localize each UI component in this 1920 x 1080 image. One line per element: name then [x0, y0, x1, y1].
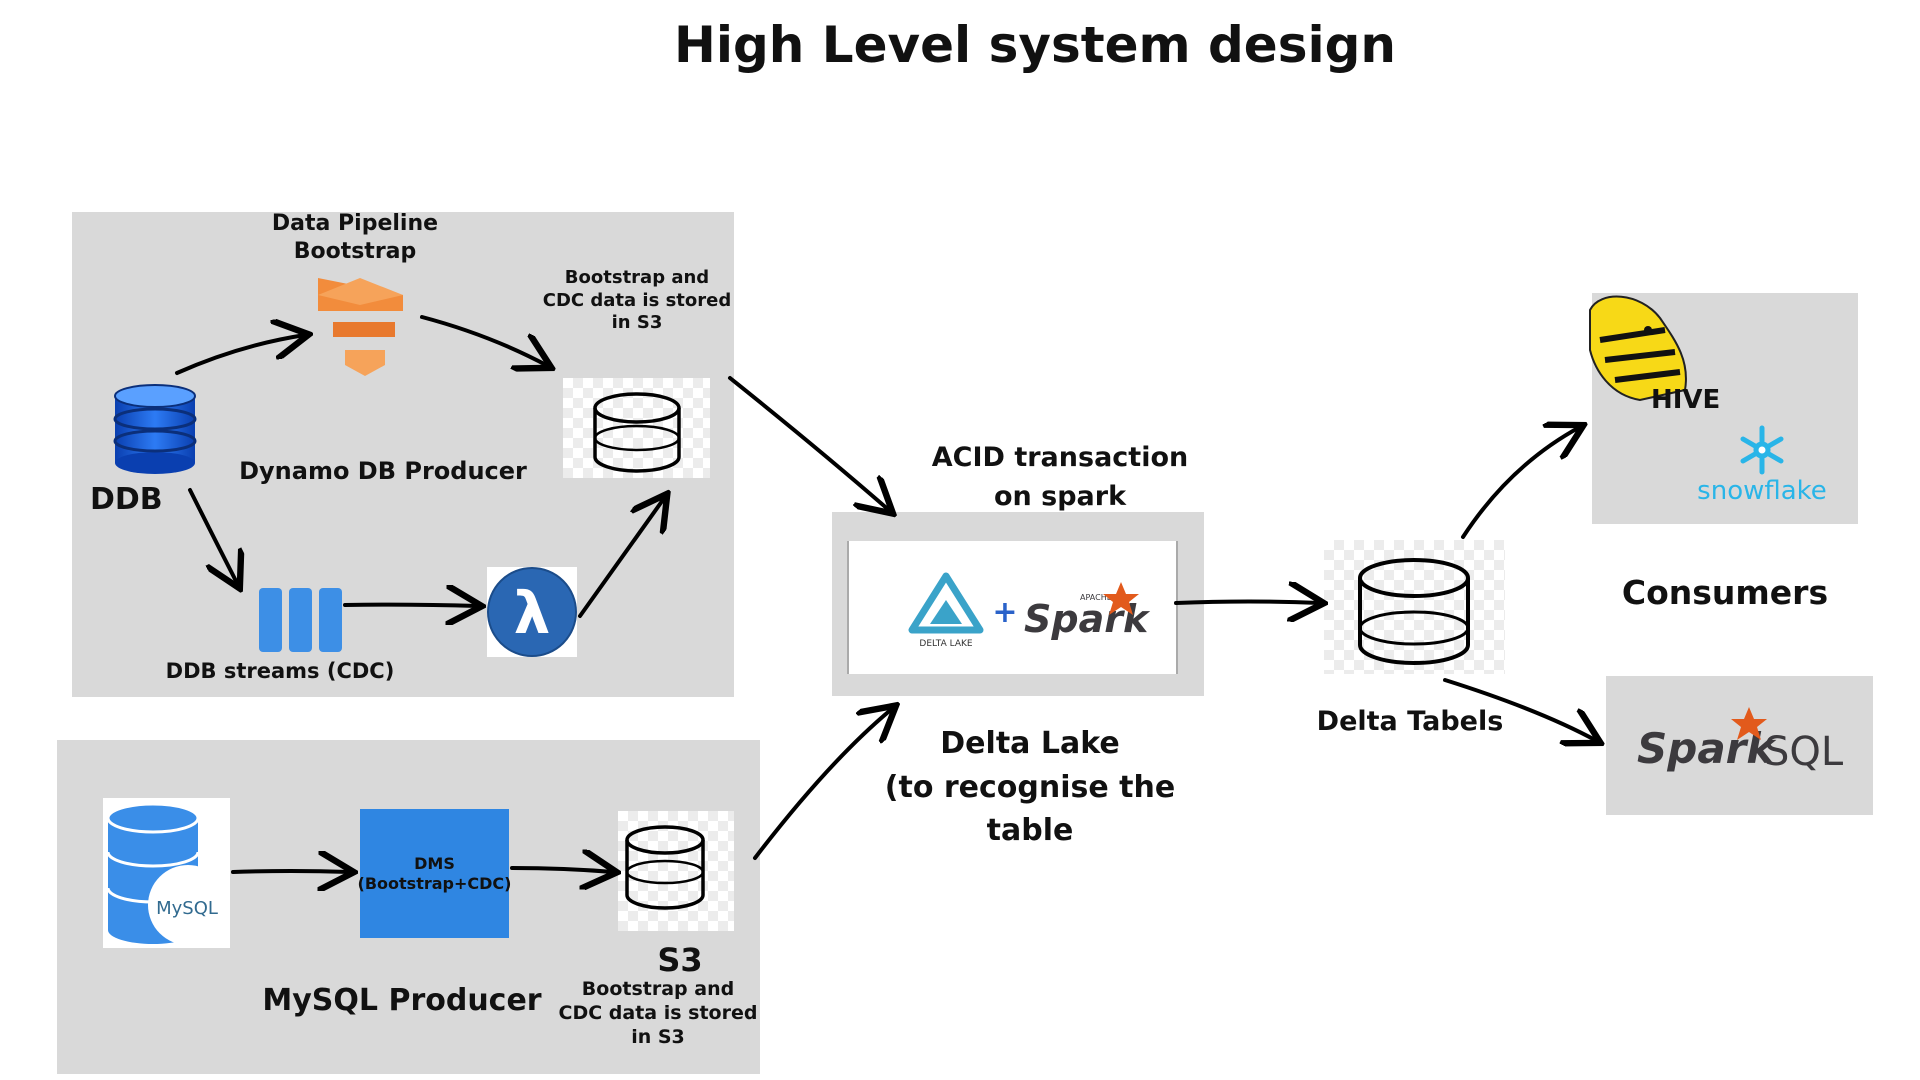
dynamodb-producer-label: Dynamo DB Producer	[239, 457, 527, 485]
snowflake-logo-icon	[1740, 425, 1784, 475]
spark-sql-panel	[1606, 676, 1873, 815]
s3-bucket-tile-ddb	[563, 378, 710, 478]
hive-logo-text: HIVE	[1651, 385, 1720, 415]
arrow-lambda-to-s3	[578, 497, 665, 618]
delta-lake-caption: Delta Lake (to recognise the table	[884, 726, 1176, 848]
arrow-mysql-s3-to-delta	[753, 708, 893, 860]
mysql-logo-text: MySQL	[156, 898, 218, 919]
arrow-ddb-to-pipeline	[175, 335, 305, 375]
snowflake-logo-text: snowflake	[1697, 476, 1827, 506]
s3-bucket-icon-mysql	[625, 825, 705, 910]
mysql-producer-label: MySQL Producer	[262, 983, 542, 1018]
hive-logo-icon: HIVE	[1589, 295, 1720, 415]
svg-text:λ: λ	[514, 579, 551, 647]
arrow-mysql-to-dms	[231, 871, 350, 872]
arrow-tables-to-hive	[1461, 427, 1580, 539]
arrow-streams-to-lambda	[343, 605, 478, 606]
ddb-streams-label: DDB streams (CDC)	[165, 659, 395, 683]
delta-lake-logo-icon: DELTA LAKE	[908, 572, 984, 649]
apache-logo-text: APACHE	[1080, 593, 1112, 602]
arrow-s3-to-delta	[728, 376, 890, 511]
acid-transaction-label: ACID transaction on spark	[931, 442, 1189, 513]
delta-tables-tile	[1324, 540, 1505, 674]
arrow-tables-to-sparksql	[1443, 678, 1597, 741]
consumers-label: Consumers	[1621, 573, 1829, 612]
delta-lake-logo-text: DELTA LAKE	[919, 639, 972, 649]
page-title: High Level system design	[673, 16, 1397, 74]
arrow-dms-to-s3	[510, 868, 613, 872]
ddb-label: DDB	[90, 482, 163, 517]
mysql-database-icon: MySQL	[106, 802, 228, 945]
dms-box: DMS (Bootstrap+CDC)	[357, 809, 512, 938]
s3-note-ddb: Bootstrap and CDC data is stored in S3	[542, 267, 732, 333]
lambda-icon: λ	[487, 567, 577, 657]
arrow-ddb-to-streams	[188, 488, 238, 585]
spark-sql-logo-icon: Spark SQL	[1637, 707, 1844, 775]
data-pipeline-label: Data Pipeline Bootstrap	[271, 211, 439, 264]
s3-note-mysql: Bootstrap and CDC data is stored in S3	[558, 978, 758, 1048]
apache-spark-logo-icon: Spark APACHE	[1024, 582, 1151, 641]
arrow-pipeline-to-s3	[420, 315, 548, 366]
s3-bucket-icon-ddb	[593, 392, 681, 473]
s3-label: S3	[657, 941, 703, 979]
dms-label: DMS (Bootstrap+CDC)	[357, 853, 512, 893]
spark-logo-text: Spark	[1024, 597, 1151, 641]
ddb-streams-icon	[259, 588, 342, 652]
delta-tables-icon	[1358, 558, 1470, 665]
arrow-delta-to-tables	[1174, 602, 1320, 604]
delta-tables-label: Delta Tabels	[1316, 706, 1504, 737]
flow-arrows	[175, 315, 1597, 872]
spark-sql-sql-text: SQL	[1764, 729, 1844, 775]
dynamodb-database-icon	[113, 384, 197, 474]
plus-sign: +	[992, 595, 1017, 630]
data-pipeline-icon	[318, 278, 403, 376]
